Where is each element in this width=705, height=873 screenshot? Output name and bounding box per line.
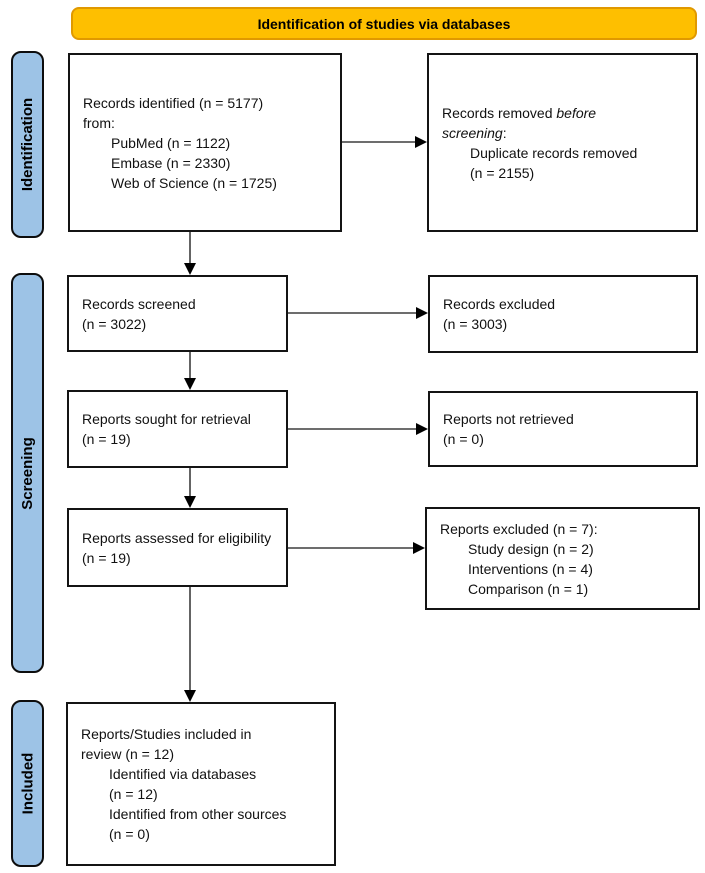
box-records-excluded: Records excluded (n = 3003): [428, 275, 698, 353]
box-reports-excluded: Reports excluded (n = 7): Study design (n…: [425, 507, 700, 610]
banner-identification-via-databases: Identification of studies via databases: [71, 7, 697, 40]
box-text-line: Records identified (n = 5177): [83, 94, 264, 111]
arrow-down-sought-to-assessed-icon: [184, 468, 196, 508]
box-records-identified: Records identified (n = 5177) from: PubMed…: [68, 53, 342, 232]
box-text-line: Web of Science (n = 1725): [111, 174, 277, 191]
box-text-line: Embase (n = 2330): [111, 154, 231, 171]
box-text-line: Reports/Studies included in: [81, 726, 252, 742]
stage-bar-identification: Identification: [11, 51, 44, 238]
box-text-line: (n = 0): [109, 826, 150, 842]
box-records-removed-before-screening: Records removed before screening: Duplicat…: [427, 53, 698, 232]
box-text-line: Duplicate records removed: [470, 144, 638, 161]
box-text-line: (n = 0): [443, 431, 484, 447]
box-text-line: Reports sought for retrieval: [82, 411, 251, 427]
box-text-line: (n = 19): [82, 431, 131, 447]
box-text-line: (n = 12): [109, 786, 158, 802]
box-text-line: Records screened: [82, 295, 196, 312]
arrow-down-identified-to-screened-icon: [184, 232, 196, 275]
box-text-line: Reports assessed for eligibility: [82, 529, 272, 546]
box-text-line: PubMed (n = 1122): [111, 134, 231, 151]
arrow-right-screened-to-excluded-icon: [288, 307, 428, 319]
box-text-line: (n = 3003): [443, 316, 508, 332]
box-text-line: from:: [83, 114, 115, 131]
box-text-line: Records excluded: [443, 296, 556, 312]
box-text-line: Comparison (n = 1): [468, 580, 589, 597]
box-text-line: (n = 2155): [470, 164, 535, 181]
stage-label-included: Included: [19, 752, 37, 815]
box-text-line: Identified via databases: [109, 766, 257, 782]
stage-label-screening: Screening: [19, 436, 36, 510]
stage-bar-screening: Screening: [11, 273, 44, 673]
box-text-line: review (n = 12): [81, 746, 174, 762]
box-text-line: Records removed before: [442, 104, 597, 121]
box-text-line: Identified from other sources: [109, 806, 287, 822]
arrow-down-screened-to-sought-icon: [184, 352, 196, 390]
box-reports-assessed-for-eligibility: Reports assessed for eligibility (n = 19): [67, 508, 288, 587]
box-text-line: Study design (n = 2): [468, 540, 594, 557]
arrow-right-assessed-to-excluded-icon: [288, 542, 425, 554]
arrow-down-assessed-to-included-icon: [184, 587, 196, 702]
box-text-line: Reports not retrieved: [443, 411, 574, 427]
arrow-right-sought-to-not-retrieved-icon: [288, 423, 428, 435]
box-reports-studies-included: Reports/Studies included in review (n = 1…: [66, 702, 336, 866]
banner-label: Identification of studies via databases: [257, 15, 511, 32]
box-text-line: Interventions (n = 4): [468, 560, 593, 577]
box-text-line: screening:: [442, 124, 507, 141]
box-reports-not-retrieved: Reports not retrieved (n = 0): [428, 391, 698, 467]
box-text-line: (n = 19): [82, 549, 131, 566]
box-reports-sought-for-retrieval: Reports sought for retrieval (n = 19): [67, 390, 288, 468]
box-records-screened: Records screened (n = 3022): [67, 275, 288, 352]
box-text-line: Reports excluded (n = 7):: [440, 520, 598, 537]
arrow-right-identified-to-removed-icon: [342, 136, 427, 148]
stage-bar-included: Included: [11, 700, 44, 867]
box-text-line: (n = 3022): [82, 315, 147, 332]
stage-label-identification: Identification: [19, 97, 36, 192]
